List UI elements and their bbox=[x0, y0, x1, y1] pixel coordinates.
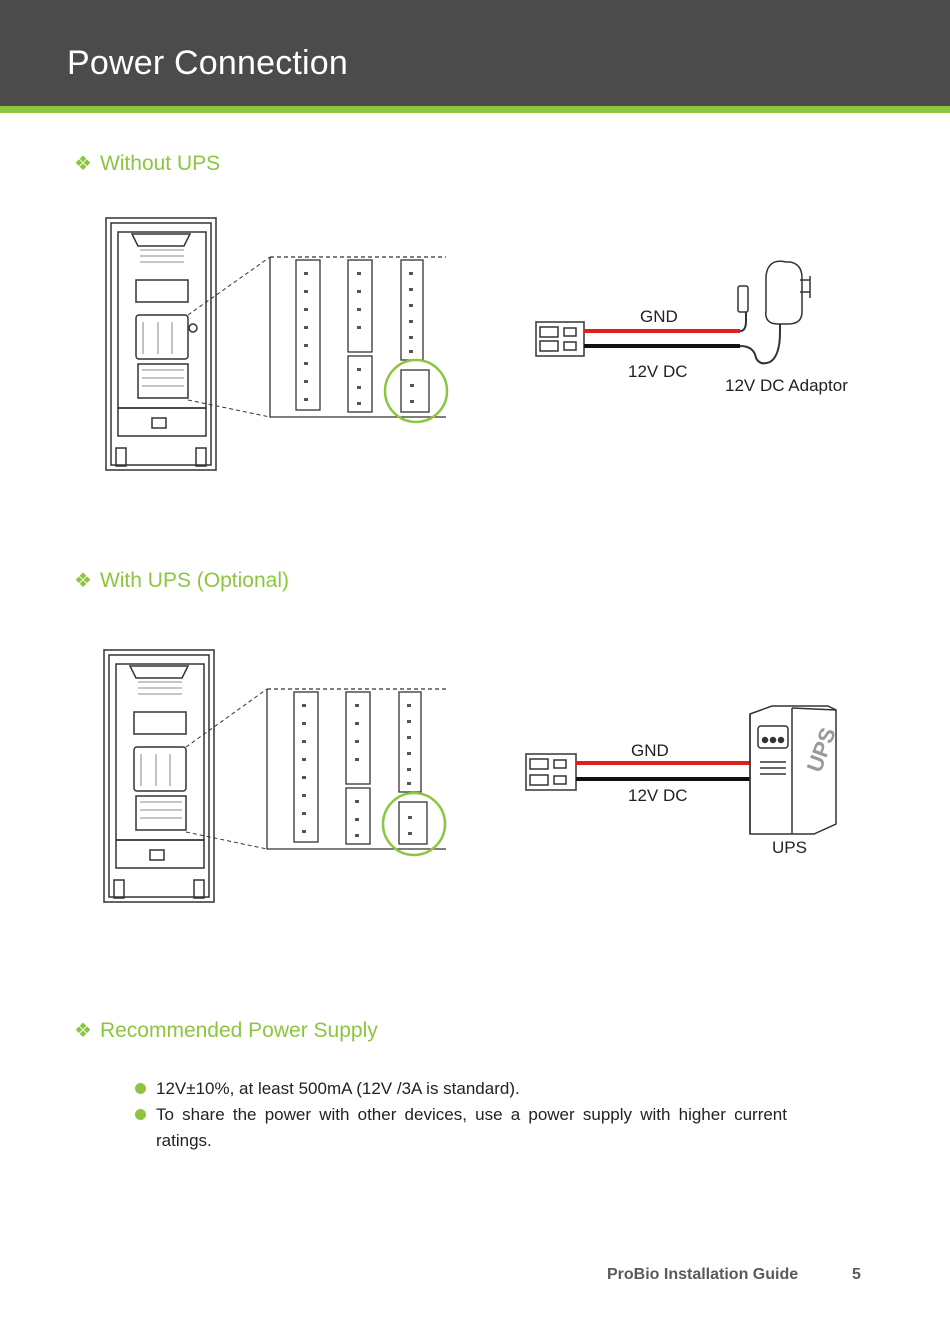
page-header: Power Connection bbox=[0, 0, 950, 106]
section-heading-recommended-power-supply: ❖ Recommended Power Supply bbox=[74, 1020, 378, 1041]
gnd-label: GND bbox=[640, 307, 678, 326]
diamond-bullet-icon: ❖ bbox=[74, 569, 92, 592]
list-item-text: 12V±10%, at least 500mA (12V /3A is stan… bbox=[156, 1079, 520, 1098]
section-heading-without-ups: ❖ Without UPS bbox=[74, 153, 220, 174]
page-title: Power Connection bbox=[67, 44, 349, 82]
diagram-without-ups: GND 12V DC 12V DC Adaptor bbox=[0, 210, 950, 480]
highlight-circle bbox=[381, 791, 447, 857]
diamond-bullet-icon: ❖ bbox=[74, 1019, 92, 1042]
power-connector-plug bbox=[525, 753, 577, 791]
power-connector-plug bbox=[535, 321, 585, 357]
diamond-bullet-icon: ❖ bbox=[74, 152, 92, 175]
device-back-panel bbox=[103, 649, 215, 903]
adaptor-label: 12V DC Adaptor bbox=[725, 376, 848, 395]
section-heading-text: With UPS (Optional) bbox=[99, 569, 289, 592]
list-item: To share the power with other devices, u… bbox=[135, 1102, 787, 1154]
list-item: 12V±10%, at least 500mA (12V /3A is stan… bbox=[135, 1076, 787, 1102]
section-heading-text: Without UPS bbox=[99, 152, 221, 175]
section-heading-with-ups: ❖ With UPS (Optional) bbox=[74, 570, 289, 591]
dc-label: 12V DC bbox=[628, 786, 688, 805]
green-bullet-icon bbox=[135, 1083, 146, 1094]
device-back-panel bbox=[105, 217, 217, 471]
terminal-zoom-view bbox=[266, 688, 446, 850]
header-accent-stripe bbox=[0, 106, 950, 113]
green-bullet-icon bbox=[135, 1109, 146, 1120]
ups-label: UPS bbox=[772, 838, 807, 857]
ups-unit bbox=[749, 705, 837, 835]
dc-label: 12V DC bbox=[628, 362, 688, 381]
gnd-label: GND bbox=[631, 741, 669, 760]
highlight-circle bbox=[383, 358, 449, 424]
footer-guide-title: ProBio Installation Guide bbox=[607, 1266, 799, 1283]
list-item-text: To share the power with other devices, u… bbox=[156, 1105, 787, 1150]
footer-page-number: 5 bbox=[852, 1266, 861, 1283]
dc-adaptor bbox=[737, 260, 811, 325]
terminal-zoom-view bbox=[269, 256, 446, 418]
recommendation-list: 12V±10%, at least 500mA (12V /3A is stan… bbox=[135, 1076, 787, 1154]
section-heading-text: Recommended Power Supply bbox=[99, 1019, 378, 1042]
diagram-with-ups: UPS GND 12V DC UPS bbox=[0, 642, 950, 912]
